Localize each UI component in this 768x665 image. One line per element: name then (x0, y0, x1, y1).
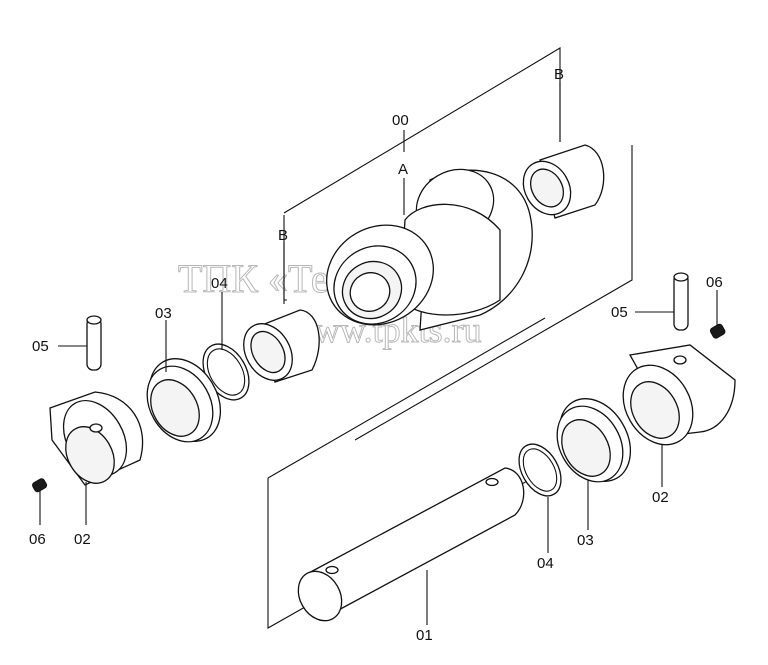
collar-right (622, 344, 736, 446)
label-oring-right: 04 (537, 555, 554, 572)
label-shell: A (398, 161, 408, 178)
label-shaft: 01 (416, 627, 433, 644)
o-ring-right (518, 443, 562, 497)
label-pin-right: 05 (611, 304, 628, 321)
label-bushing-left: B (278, 227, 288, 244)
label-plug-left: 06 (29, 531, 46, 548)
floating-seal-left (146, 358, 222, 443)
shaft (297, 467, 525, 622)
label-seal-left: 03 (155, 305, 172, 322)
label-plug-right: 06 (706, 274, 723, 291)
label-collar-right: 02 (652, 489, 669, 506)
plug-left (32, 478, 48, 493)
floating-seal-right (556, 398, 632, 483)
roller-shell (326, 168, 533, 331)
label-oring-left: 04 (211, 275, 228, 292)
bushing-lower (243, 309, 320, 383)
plug-right (709, 323, 726, 339)
label-bushing-top: B (554, 66, 564, 83)
assembly-outline-lower (267, 317, 546, 479)
assembly-outline-upper-right (354, 145, 633, 441)
assembly-outline-upper-top (283, 47, 561, 214)
label-seal-right: 03 (577, 532, 594, 549)
pin-right (673, 272, 689, 331)
pin-left (86, 315, 102, 371)
collar-left (49, 391, 144, 486)
label-pin-left: 05 (32, 338, 49, 355)
label-collar-left: 02 (74, 531, 91, 548)
label-assembly: 00 (392, 112, 409, 129)
bushing-upper (522, 144, 605, 219)
